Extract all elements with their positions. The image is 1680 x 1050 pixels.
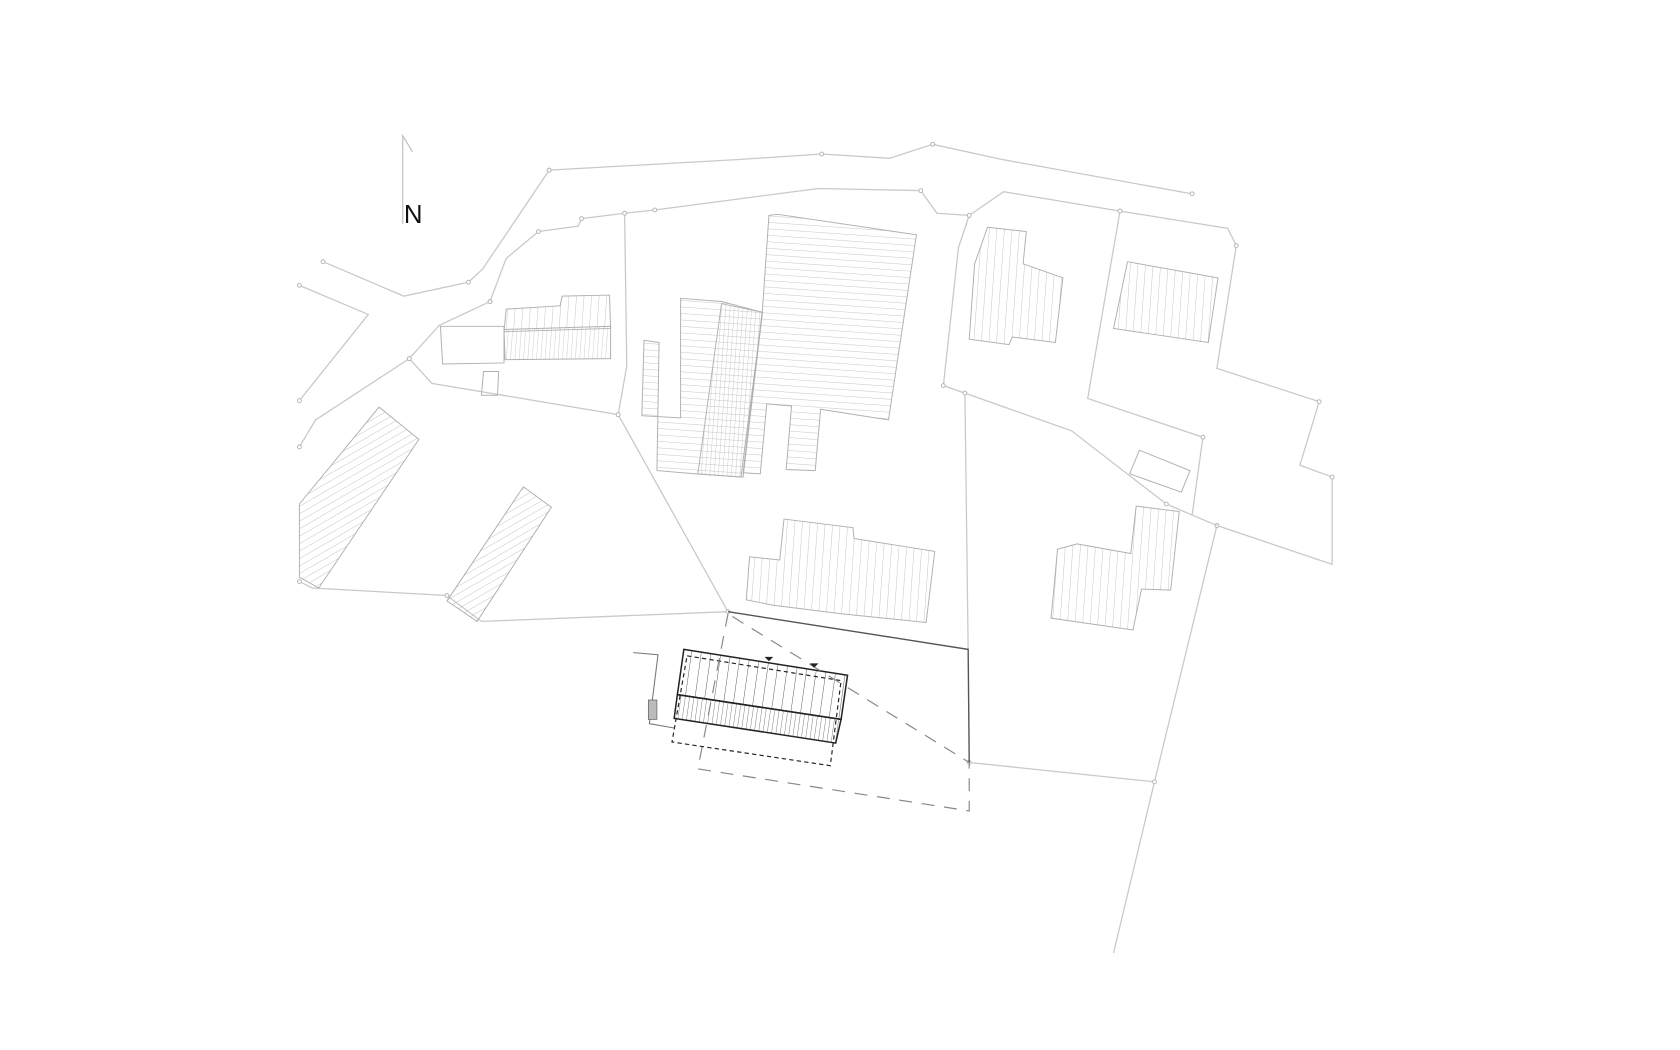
survey-node: [536, 229, 541, 234]
site-boundary: [697, 612, 970, 812]
proposed-building-lower-roof: [673, 693, 842, 744]
existing-building: [503, 325, 612, 361]
survey-node: [622, 210, 628, 216]
survey-node: [930, 141, 936, 147]
survey-node: [615, 412, 621, 418]
existing-building: [1112, 261, 1219, 344]
road: [322, 169, 550, 297]
existing-building: [742, 213, 918, 475]
road: [942, 215, 1218, 527]
survey-node: [444, 593, 450, 598]
existing-building: [439, 325, 505, 365]
survey-node: [966, 212, 972, 218]
road-network: [296, 141, 1335, 954]
road: [617, 414, 729, 613]
survey-node: [1316, 399, 1322, 405]
survey-node: [918, 188, 924, 194]
survey-node: [1163, 501, 1169, 507]
north-arrow: N: [402, 133, 423, 229]
entrance-marker-icon: [809, 663, 819, 668]
survey-node: [296, 282, 302, 288]
existing-building: [697, 303, 764, 478]
survey-node: [579, 216, 584, 222]
existing-building: [503, 294, 612, 333]
site-edge: [727, 611, 970, 763]
existing-building: [968, 226, 1064, 346]
survey-node: [1329, 474, 1335, 480]
access-ramp: [633, 652, 675, 729]
north-label: N: [404, 201, 423, 229]
survey-node: [296, 398, 302, 404]
existing-building: [1129, 449, 1191, 493]
survey-node: [1200, 434, 1206, 440]
entrance-marker-icon: [764, 656, 774, 662]
road: [549, 143, 1193, 195]
road: [299, 580, 729, 623]
survey-node: [466, 279, 471, 285]
survey-node: [1233, 243, 1239, 248]
survey-node: [962, 390, 968, 396]
proposed-building-footprint: [671, 655, 842, 767]
survey-node: [320, 259, 326, 265]
existing-building: [446, 486, 553, 623]
existing-building: [1050, 505, 1180, 631]
survey-node: [296, 579, 302, 584]
north-arrow-icon: [402, 133, 413, 224]
survey-node: [1189, 191, 1195, 197]
road: [298, 284, 370, 402]
survey-node: [1152, 779, 1157, 785]
survey-node: [406, 356, 412, 362]
survey-node: [546, 167, 552, 173]
survey-node: [652, 207, 658, 213]
survey-node: [487, 299, 493, 304]
road: [1112, 781, 1156, 954]
existing-buildings: [298, 213, 1219, 631]
survey-node: [1117, 208, 1123, 214]
road: [964, 393, 969, 650]
survey-node: [296, 444, 302, 450]
survey-node: [819, 151, 825, 157]
existing-building: [298, 406, 420, 589]
survey-node: [940, 383, 946, 388]
existing-building: [745, 518, 936, 623]
existing-building: [480, 371, 500, 396]
proposed-building: [633, 611, 970, 812]
stairs: [647, 699, 658, 720]
road: [1086, 210, 1204, 515]
